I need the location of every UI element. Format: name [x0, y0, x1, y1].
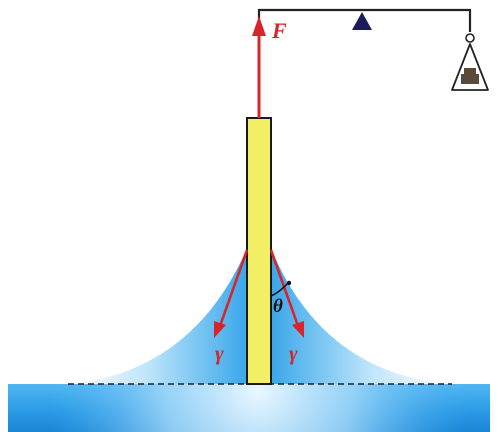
- fulcrum-icon: [352, 12, 372, 30]
- meniscus-left: [66, 248, 247, 384]
- tension-arrow-left: [214, 249, 249, 338]
- hanging-weight-icon: [451, 33, 489, 91]
- contact-angle-mark: [270, 280, 292, 297]
- tension-arrow-right: [269, 249, 304, 338]
- liquid-pool: [8, 384, 490, 432]
- tension-label-right: γ: [289, 341, 298, 365]
- force-arrow-head: [252, 16, 266, 36]
- thin-plate: [246, 117, 272, 385]
- angle-label: θ: [273, 296, 283, 317]
- meniscus-right: [271, 248, 452, 384]
- liquid-highlight: [8, 384, 490, 432]
- force-arrow: [252, 16, 266, 118]
- tension-label-left: γ: [215, 341, 224, 365]
- force-label: F: [271, 18, 287, 43]
